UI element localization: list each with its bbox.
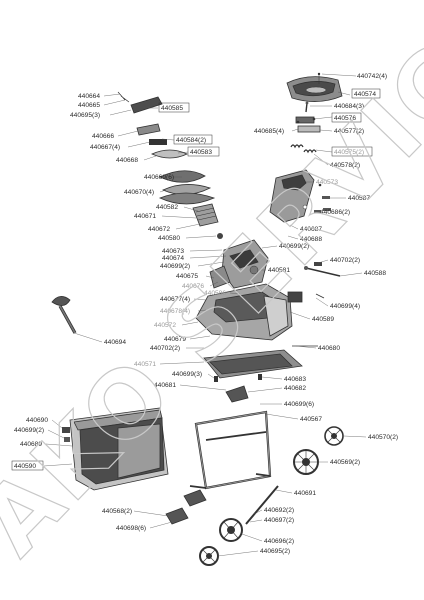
switch-part <box>304 262 341 277</box>
part-labels: 440742(4) 440574 440664 440665 440585 44… <box>14 73 398 555</box>
part-label-440572: 440572 <box>154 322 176 329</box>
part-label-440689: 440689 <box>20 441 42 448</box>
part-label-440670: 440670(4) <box>124 189 154 196</box>
part-label-440576: 440576 <box>334 115 356 122</box>
part-label-440580: 440580 <box>158 235 180 242</box>
part-label-440699-f: 440699(2) <box>14 427 44 434</box>
part-label-440567: 440567 <box>300 416 322 423</box>
part-label-440667: 440667(4) <box>90 144 120 151</box>
part-drawings <box>51 72 344 566</box>
part-label-440574: 440574 <box>354 91 376 98</box>
part-label-440586: 440586 <box>204 290 226 297</box>
part-label-440685: 440685(4) <box>254 128 284 135</box>
part-label-440671: 440671 <box>134 213 156 220</box>
part-label-440699-d: 440699(3) <box>172 371 202 378</box>
frame-brackets <box>214 374 262 403</box>
part-label-440578: 440578(2) <box>330 162 360 169</box>
pin-part <box>305 101 309 113</box>
part-label-440665: 440665 <box>78 102 100 109</box>
cutting-drum <box>192 203 223 239</box>
base-plate <box>203 345 318 379</box>
part-label-440696: 440696(2) <box>264 538 294 545</box>
part-label-440582: 440582 <box>156 204 178 211</box>
hopper-cap <box>286 72 343 102</box>
part-label-440702-a: 440702(2) <box>330 257 360 264</box>
large-wheel <box>293 449 319 475</box>
part-label-440675: 440675 <box>176 273 198 280</box>
part-label-440569: 440569(2) <box>330 459 360 466</box>
part-label-440672: 440672 <box>148 226 170 233</box>
part-label-440692: 440692(2) <box>264 507 294 514</box>
watermark: AKO SERVICE <box>0 0 424 576</box>
screws-right <box>314 196 331 213</box>
watermark-text: AKO SERVICE <box>0 0 424 576</box>
part-label-440697: 440697(2) <box>264 517 294 524</box>
part-label-440668: 440668 <box>116 157 138 164</box>
part-label-440584: 440584(2) <box>176 137 206 144</box>
part-label-440684: 440684(3) <box>334 103 364 110</box>
part-label-440581: 440581 <box>268 267 290 274</box>
part-label-440573: 440573 <box>316 179 338 186</box>
part-label-440694: 440694 <box>104 339 126 346</box>
latch-parts <box>295 116 321 133</box>
part-label-440691: 440691 <box>294 490 316 497</box>
part-label-440669: 440669(6) <box>144 174 174 181</box>
part-label-440679: 440679 <box>164 336 186 343</box>
part-label-440588: 440588 <box>364 270 386 277</box>
lower-housing <box>195 283 293 341</box>
part-label-440568: 440568(2) <box>102 508 132 515</box>
part-label-440676: 440676 <box>182 283 204 290</box>
part-label-440699-b: 440699(2) <box>160 263 190 270</box>
part-label-440695-b: 440695(2) <box>260 548 290 555</box>
part-label-440575: 440575(2) <box>334 149 364 156</box>
part-label-440699-c: 440699(4) <box>330 303 360 310</box>
axle <box>245 485 279 525</box>
part-label-440673: 440673 <box>162 248 184 255</box>
part-label-440683: 440683 <box>284 376 306 383</box>
label-frames <box>11 88 381 471</box>
part-label-440702-b: 440702(2) <box>150 345 180 352</box>
part-label-440682: 440682 <box>284 385 306 392</box>
blade-assembly <box>117 91 216 205</box>
bottom-wheels <box>199 518 243 566</box>
part-label-440695: 440695(3) <box>70 112 100 119</box>
part-label-440681: 440681 <box>154 382 176 389</box>
box-latch <box>62 427 70 442</box>
small-wheel <box>324 426 344 446</box>
feet <box>165 489 207 525</box>
part-label-440680: 440680 <box>318 345 340 352</box>
part-label-440674: 440674 <box>162 255 184 262</box>
part-label-440677: 440677(4) <box>160 296 190 303</box>
part-label-440577: 440577(2) <box>334 128 364 135</box>
part-label-440699-a: 440699(2) <box>279 243 309 250</box>
part-label-440587: 440587 <box>348 195 370 202</box>
part-label-440687: 440687 <box>300 226 322 233</box>
hopper-housing <box>269 169 322 223</box>
frame <box>189 410 272 490</box>
part-label-440589: 440589 <box>312 316 334 323</box>
part-label-440571: 440571 <box>134 361 156 368</box>
part-label-440666: 440666 <box>92 133 114 140</box>
part-label-440742: 440742(4) <box>357 73 387 80</box>
pusher-tool <box>51 296 77 334</box>
part-label-440570: 440570(2) <box>368 434 398 441</box>
part-label-440585: 440585 <box>161 105 183 112</box>
collection-box <box>69 407 169 491</box>
part-label-440688: 440688 <box>300 236 322 243</box>
part-label-440699-e: 440699(6) <box>284 401 314 408</box>
leader-lines <box>43 73 367 557</box>
part-label-440583: 440583 <box>190 149 212 156</box>
part-label-440664: 440664 <box>78 93 100 100</box>
part-label-440698: 440698(6) <box>116 525 146 532</box>
part-label-440678: 440678(4) <box>160 308 190 315</box>
springs <box>290 144 317 154</box>
small-bracket <box>287 291 325 303</box>
part-label-440690: 440690 <box>26 417 48 424</box>
part-label-440686: 440686(2) <box>320 209 350 216</box>
part-label-440590: 440590 <box>14 463 36 470</box>
motor-housing <box>209 239 269 289</box>
